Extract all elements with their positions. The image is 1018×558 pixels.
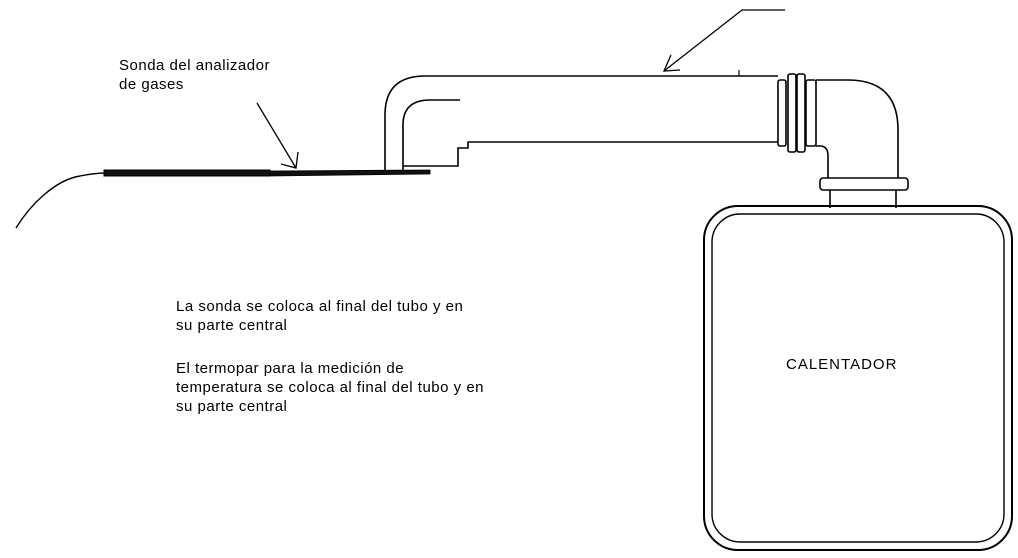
heater-label: CALENTADOR [786, 356, 898, 373]
pipe-arrow [662, 9, 785, 72]
probe-note-line-1: La sonda se coloca al final del tubo y e… [176, 298, 464, 315]
heater-collar [819, 177, 909, 191]
probe-label-line-2: de gases [119, 76, 184, 93]
probe-cable [15, 172, 107, 229]
probe-label-line-1: Sonda del analizador [119, 57, 270, 74]
probe-placement-note: La sonda se coloca al final del tubo y e… [176, 297, 463, 335]
gas-analyzer-probe [103, 169, 271, 177]
thermo-note-line-2: temperatura se coloca al final del tubo … [176, 379, 485, 396]
exhaust-pipe [384, 75, 778, 170]
thermo-note-line-1: El termopar para la medición de [176, 360, 405, 377]
probe-rod-thin [269, 169, 431, 177]
thermocouple-placement-note: El termopar para la medición de temperat… [176, 359, 484, 416]
thermo-note-line-3: su parte central [176, 398, 288, 415]
probe-label: Sonda del analizador de gases [119, 56, 270, 94]
probe-note-line-2: su parte central [176, 317, 288, 334]
pipe-coupling [777, 73, 817, 153]
pipe-inner-wall [403, 90, 778, 150]
heater-body [703, 205, 1013, 551]
heater-elbow [816, 79, 899, 178]
probe-arrow [256, 102, 299, 169]
